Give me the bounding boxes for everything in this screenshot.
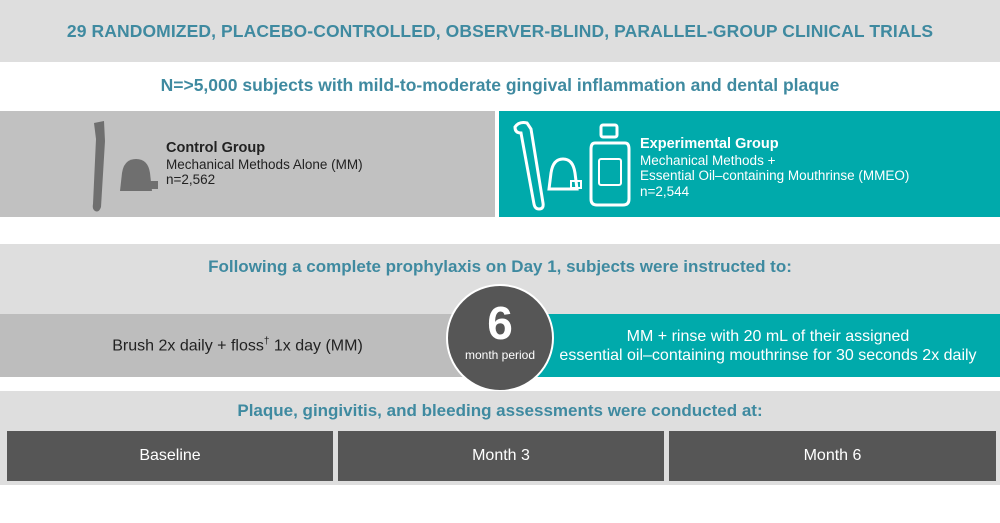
mouthrinse-bottle-icon (589, 123, 631, 207)
mm-instruction-main: Brush 2x daily + floss (112, 337, 264, 355)
mmeo-instruction-line-1: MM + rinse with 20 mL of their assigned (626, 327, 910, 345)
timepoint-month-6: Month 6 (669, 431, 996, 481)
period-circle: 6 month period (446, 284, 554, 392)
timepoint-baseline: Baseline (7, 431, 333, 481)
experimental-group-panel: Experimental Group Mechanical Methods + … (499, 111, 1000, 217)
mm-instruction-text: Brush 2x daily + floss† 1x day (MM) (112, 336, 363, 355)
floss-icon (547, 157, 582, 191)
timepoint-month-3: Month 3 (338, 431, 664, 481)
assessments-heading: Plaque, gingivitis, and bleeding assessm… (237, 401, 763, 420)
experimental-group-text: Experimental Group Mechanical Methods + … (640, 136, 910, 199)
mmeo-instruction-box: MM + rinse with 20 mL of their assigned … (525, 314, 1000, 377)
page-title: 29 RANDOMIZED, PLACEBO-CONTROLLED, OBSER… (66, 20, 934, 41)
experimental-group-n: n=2,544 (640, 183, 690, 199)
floss-icon (120, 159, 158, 191)
mm-instruction-box: Brush 2x daily + floss† 1x day (MM) (0, 314, 475, 377)
period-label: month period (464, 348, 536, 362)
mmeo-instruction-line-2: essential oil–containing mouthrinse for … (559, 346, 977, 364)
title-banner: 29 RANDOMIZED, PLACEBO-CONTROLLED, OBSER… (0, 0, 1000, 62)
toothbrush-icon (513, 121, 545, 211)
dagger-footnote-mark: † (263, 335, 270, 347)
control-group-description: Mechanical Methods Alone (MM) (166, 156, 363, 172)
period-number: 6 (487, 297, 513, 349)
experimental-group-description-1: Mechanical Methods + (640, 152, 776, 168)
control-group-n: n=2,562 (166, 172, 216, 187)
experimental-group-description-2: Essential Oil–containing Mouthrinse (MME… (640, 168, 910, 183)
mm-instruction-suffix: 1x day (MM) (269, 337, 363, 355)
control-group-text: Control Group Mechanical Methods Alone (… (166, 140, 363, 188)
subtitle: N=>5,000 subjects with mild-to-moderate … (160, 74, 840, 95)
mmeo-instruction-text: MM + rinse with 20 mL of their assigned … (548, 327, 988, 365)
toothbrush-icon (92, 121, 105, 212)
experimental-group-title: Experimental Group (640, 136, 779, 152)
control-group-title: Control Group (166, 140, 266, 156)
instructions-heading: Following a complete prophylaxis on Day … (208, 257, 792, 276)
control-group-panel: Control Group Mechanical Methods Alone (… (0, 111, 495, 217)
